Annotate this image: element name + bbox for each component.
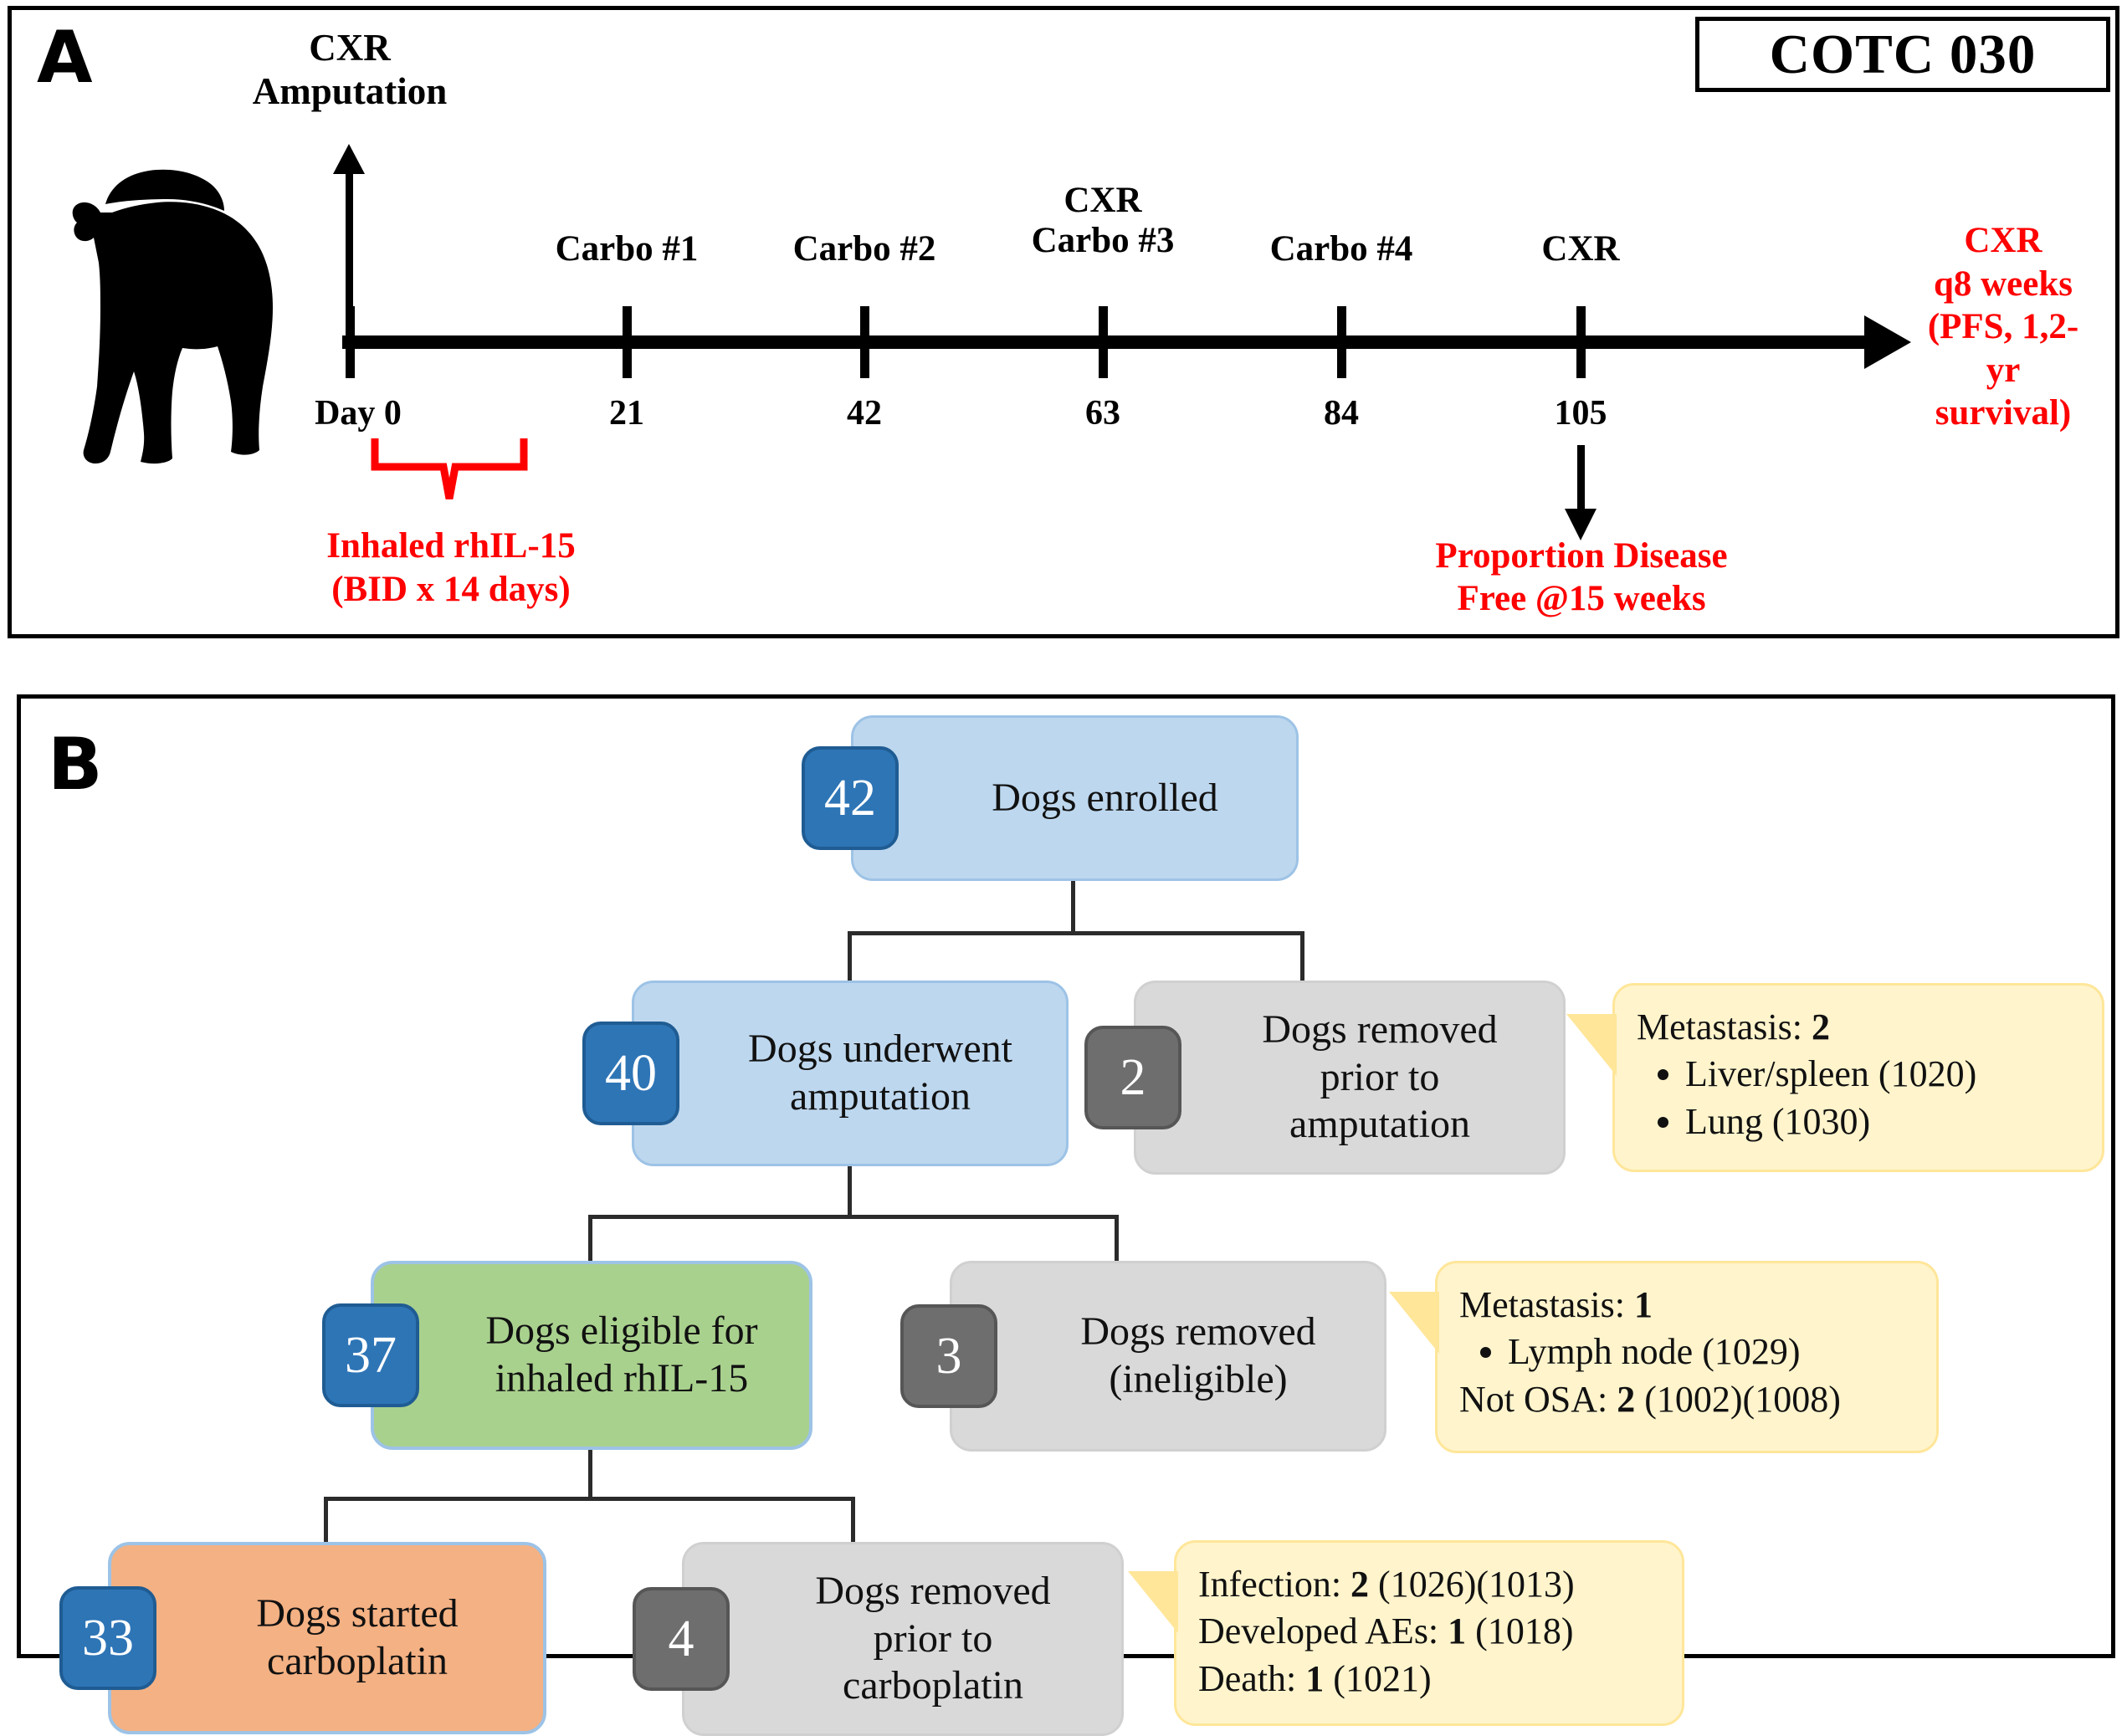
timeline-axis bbox=[342, 335, 1878, 349]
callout-tail-icon bbox=[1566, 1014, 1617, 1076]
connector-r1-bar bbox=[848, 931, 1304, 935]
node-count-42: 42 bbox=[802, 746, 899, 850]
event-label-carbo-1: Carbo #1 bbox=[555, 229, 699, 269]
dog-silhouette-icon bbox=[72, 169, 273, 464]
callout-amputation-bullets: Liver/spleen (1020) Lung (1030) bbox=[1637, 1051, 2080, 1145]
connector-r2-right bbox=[1115, 1215, 1119, 1263]
endpoint-arrow-stem bbox=[1577, 445, 1585, 517]
endpoint-label: Proportion Disease Free @15 weeks bbox=[1435, 536, 1728, 618]
callout-amputation-bullet-2: Lung (1030) bbox=[1685, 1098, 2080, 1145]
node-count-33: 33 bbox=[59, 1586, 156, 1690]
connector-r1-right bbox=[1300, 931, 1304, 981]
callout-carboplatin-line-1: Infection: 2 (1026)(1013) bbox=[1198, 1564, 1575, 1605]
event-label-carbo-4: Carbo #4 bbox=[1269, 229, 1413, 269]
connector-r3-stem bbox=[588, 1450, 592, 1498]
tick-day-105 bbox=[1576, 306, 1586, 378]
study-title: COTC 030 bbox=[1769, 23, 2037, 85]
node-dogs-removed-ineligible[interactable]: 3 Dogs removed (ineligible) bbox=[900, 1261, 1386, 1452]
amputation-arrow-stem bbox=[346, 165, 353, 309]
tick-day-0 bbox=[346, 306, 355, 378]
amputation-label: CXR Amputation bbox=[252, 27, 448, 112]
connector-r2-bar bbox=[588, 1215, 1119, 1219]
callout-amputation-line-1: Metastasis: 2 bbox=[1637, 1006, 1830, 1047]
connector-r2-stem bbox=[848, 1166, 852, 1216]
node-count-4: 4 bbox=[633, 1587, 730, 1691]
node-dogs-enrolled[interactable]: 42 Dogs enrolled bbox=[802, 715, 1299, 881]
tick-day-63 bbox=[1099, 306, 1108, 378]
node-dogs-removed-prior-carboplatin[interactable]: 4 Dogs removed prior to carboplatin bbox=[633, 1542, 1124, 1736]
event-label-cxr-carbo-3: CXR Carbo #3 bbox=[1031, 181, 1175, 261]
callout-ineligible-bullet-1: Lymph node (1029) bbox=[1508, 1329, 1914, 1375]
panel-a-letter: A bbox=[37, 16, 93, 100]
tick-label-day-0: Day 0 bbox=[315, 394, 402, 433]
callout-tail-icon bbox=[1128, 1571, 1178, 1633]
inhaled-rhil15-label: Inhaled rhIL-15 (BID x 14 days) bbox=[326, 526, 576, 609]
timeline-arrow-head-icon bbox=[1864, 315, 1911, 369]
callout-tail-icon bbox=[1389, 1292, 1439, 1354]
callout-carboplatin: Infection: 2 (1026)(1013) Developed AEs:… bbox=[1128, 1540, 1684, 1726]
tick-label-day-63: 63 bbox=[1085, 394, 1120, 433]
node-label-dogs-removed-prior-amputation: Dogs removed prior to amputation bbox=[1262, 1007, 1498, 1147]
connector-r1-stem bbox=[1071, 881, 1075, 933]
node-label-dogs-removed-ineligible: Dogs removed (ineligible) bbox=[1080, 1309, 1316, 1401]
node-label-dogs-started-carboplatin: Dogs started carboplatin bbox=[256, 1591, 459, 1683]
node-count-2: 2 bbox=[1084, 1026, 1181, 1129]
node-dogs-eligible-rhil15[interactable]: 37 Dogs eligible for inhaled rhIL-15 bbox=[322, 1261, 812, 1450]
tick-day-42 bbox=[860, 306, 869, 378]
callout-ineligible-bullets: Lymph node (1029) bbox=[1459, 1329, 1914, 1375]
node-dogs-removed-prior-amputation[interactable]: 2 Dogs removed prior to amputation bbox=[1084, 981, 1566, 1175]
node-count-3: 3 bbox=[900, 1304, 997, 1408]
node-count-37: 37 bbox=[322, 1303, 419, 1407]
study-title-box: COTC 030 bbox=[1695, 17, 2110, 92]
connector-r3-left bbox=[324, 1497, 328, 1544]
callout-ineligible-footer-1: Not OSA: 2 (1002)(1008) bbox=[1459, 1378, 1841, 1420]
amputation-arrow-head-icon bbox=[333, 144, 365, 174]
callout-ineligible-line-1: Metastasis: 1 bbox=[1459, 1284, 1653, 1325]
callout-carboplatin-line-2: Developed AEs: 1 (1018) bbox=[1198, 1611, 1574, 1652]
panel-a: A COTC 030 CXR Amputation Day 0 21 42 63… bbox=[8, 6, 2119, 638]
callout-amputation: Metastasis: 2 Liver/spleen (1020) Lung (… bbox=[1566, 983, 2104, 1172]
panel-b: B 42 Dogs enrolled 40 Dogs underwent amp… bbox=[17, 694, 2115, 1736]
followup-label: CXR q8 weeks (PFS, 1,2- yr survival) bbox=[1927, 221, 2079, 433]
callout-amputation-bullet-1: Liver/spleen (1020) bbox=[1685, 1051, 2080, 1098]
node-dogs-started-carboplatin[interactable]: 33 Dogs started carboplatin bbox=[59, 1542, 546, 1734]
event-label-cxr-105: CXR bbox=[1541, 229, 1620, 269]
connector-r2-left bbox=[588, 1215, 592, 1263]
node-label-dogs-eligible-rhil15: Dogs eligible for inhaled rhIL-15 bbox=[485, 1308, 758, 1401]
connector-r3-bar bbox=[324, 1497, 855, 1501]
connector-r3-right bbox=[851, 1497, 855, 1544]
node-dogs-underwent-amputation[interactable]: 40 Dogs underwent amputation bbox=[582, 981, 1069, 1166]
tick-label-day-84: 84 bbox=[1324, 394, 1359, 433]
tick-day-84 bbox=[1337, 306, 1346, 378]
node-label-dogs-underwent-amputation: Dogs underwent amputation bbox=[748, 1027, 1012, 1119]
connector-r1-left bbox=[848, 931, 852, 981]
panel-b-letter: B bbox=[48, 723, 103, 807]
node-label-dogs-removed-prior-carboplatin: Dogs removed prior to carboplatin bbox=[815, 1569, 1051, 1708]
tick-label-day-42: 42 bbox=[847, 394, 882, 433]
endpoint-arrow-head-icon bbox=[1565, 509, 1597, 540]
figure-root: A COTC 030 CXR Amputation Day 0 21 42 63… bbox=[0, 0, 2127, 1667]
tick-day-21 bbox=[623, 306, 632, 378]
event-label-carbo-2: Carbo #2 bbox=[792, 229, 936, 269]
tick-label-day-105: 105 bbox=[1554, 394, 1607, 433]
callout-carboplatin-line-3: Death: 1 (1021) bbox=[1198, 1657, 1432, 1699]
node-label-dogs-enrolled: Dogs enrolled bbox=[992, 775, 1218, 820]
tick-label-day-21: 21 bbox=[609, 394, 644, 433]
node-count-40: 40 bbox=[582, 1022, 679, 1125]
callout-ineligible: Metastasis: 1 Lymph node (1029) Not OSA:… bbox=[1389, 1261, 1939, 1453]
treatment-brace-icon bbox=[371, 438, 528, 499]
